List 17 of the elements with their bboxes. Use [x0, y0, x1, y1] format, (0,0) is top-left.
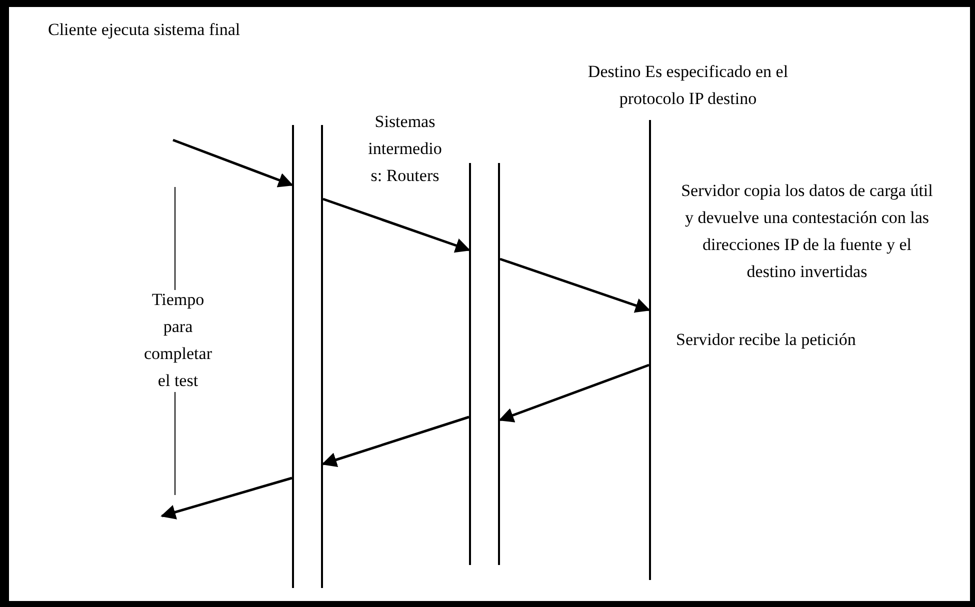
router-label: Sistemas intermedio s: Routers — [367, 111, 443, 187]
timeline-bar — [649, 120, 651, 580]
timeline-bar — [469, 163, 471, 565]
arrow — [322, 198, 470, 253]
arrow — [322, 416, 470, 467]
time-span-label: Tiempo para completar el test — [143, 289, 213, 392]
client-label: Cliente ejecuta sistema final — [48, 19, 240, 41]
arrow — [500, 258, 650, 313]
timeline-bar — [292, 125, 294, 588]
arrow — [498, 364, 650, 422]
timeline-bar — [498, 163, 500, 565]
server-reply-label: Servidor copia los datos de carga útil y devuelve una contestación con las direcciones IP de la fuente y el destino invertidas — [680, 180, 934, 283]
server-receive-label: Servidor recibe la petición — [676, 329, 856, 351]
arrow — [172, 138, 294, 188]
arrow — [160, 476, 292, 520]
destination-label: Destino Es especificado en el protocolo IP destino — [586, 61, 790, 110]
timeline-bar — [321, 125, 323, 588]
